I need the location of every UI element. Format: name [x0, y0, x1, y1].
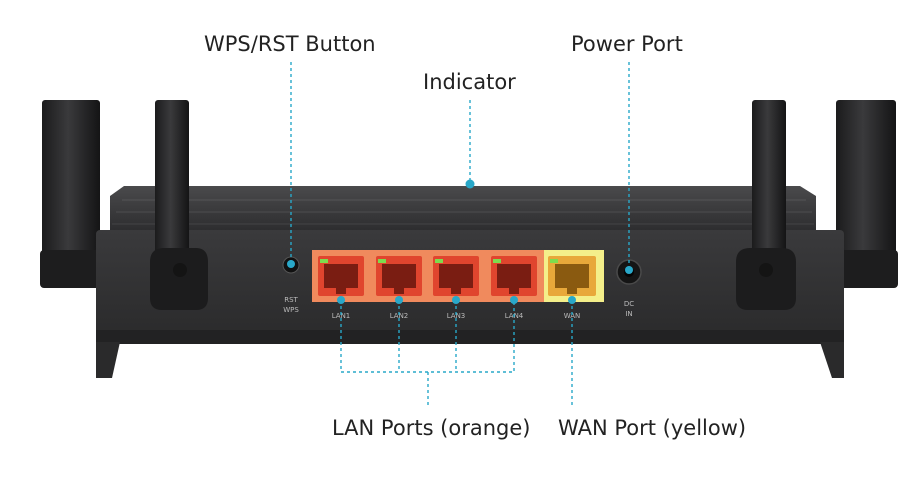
lan-port-1[interactable]	[318, 256, 364, 296]
router-top	[110, 186, 816, 232]
callout-lines	[290, 62, 630, 408]
callout-dots	[287, 179, 633, 304]
lan-port-4[interactable]	[491, 256, 537, 296]
wps-label-line1: RST	[284, 296, 298, 304]
indicator-callout: Indicator	[423, 70, 516, 94]
antenna-inner-right	[736, 100, 796, 310]
lan3-label: LAN3	[447, 312, 466, 320]
lan-port-2[interactable]	[376, 256, 422, 296]
lan-ports-group	[318, 256, 537, 296]
lan1-label: LAN1	[332, 312, 351, 320]
wan-port[interactable]	[548, 256, 596, 296]
wan-label: WAN	[564, 312, 581, 320]
lan2-label: LAN2	[390, 312, 409, 320]
wps-dot	[287, 260, 295, 268]
lan-ports-callout: LAN Ports (orange)	[332, 416, 531, 440]
indicator-dot	[465, 179, 475, 189]
wps-label-line2: WPS	[283, 306, 299, 314]
dc-label-line1: DC	[624, 300, 634, 308]
lan1-dot	[337, 296, 345, 304]
wps-rst-button-callout: WPS/RST Button	[204, 32, 376, 56]
power-dot	[625, 266, 633, 274]
antenna-outer-left	[40, 100, 102, 288]
lan-port-3[interactable]	[433, 256, 479, 296]
antenna-inner-left	[150, 100, 208, 310]
power-port-callout: Power Port	[571, 32, 683, 56]
antenna-outer-right	[834, 100, 898, 288]
lan2-dot	[395, 296, 403, 304]
dc-label-line2: IN	[625, 310, 632, 318]
lan3-dot	[452, 296, 460, 304]
lan4-dot	[510, 296, 518, 304]
wan-dot	[568, 296, 576, 304]
wan-port-callout: WAN Port (yellow)	[558, 416, 747, 440]
